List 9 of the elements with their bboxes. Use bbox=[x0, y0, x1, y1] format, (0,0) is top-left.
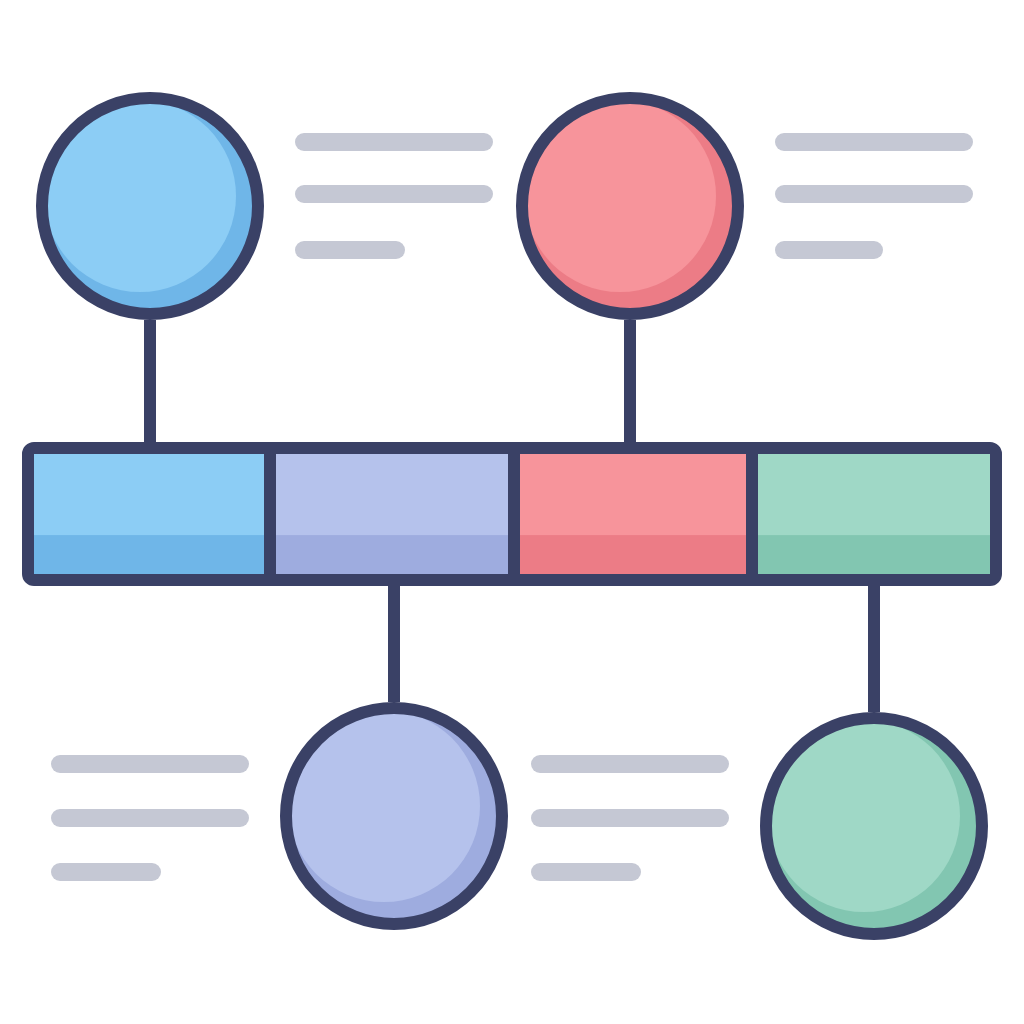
connector-line bbox=[868, 580, 880, 712]
timeline-bar bbox=[22, 442, 1002, 586]
timeline-circle bbox=[280, 702, 508, 930]
timeline-circle bbox=[36, 92, 264, 320]
timeline-circle bbox=[760, 712, 988, 940]
connector-line bbox=[624, 320, 636, 448]
timeline-circle bbox=[516, 92, 744, 320]
connector-line bbox=[388, 580, 400, 702]
connector-line bbox=[144, 320, 156, 448]
